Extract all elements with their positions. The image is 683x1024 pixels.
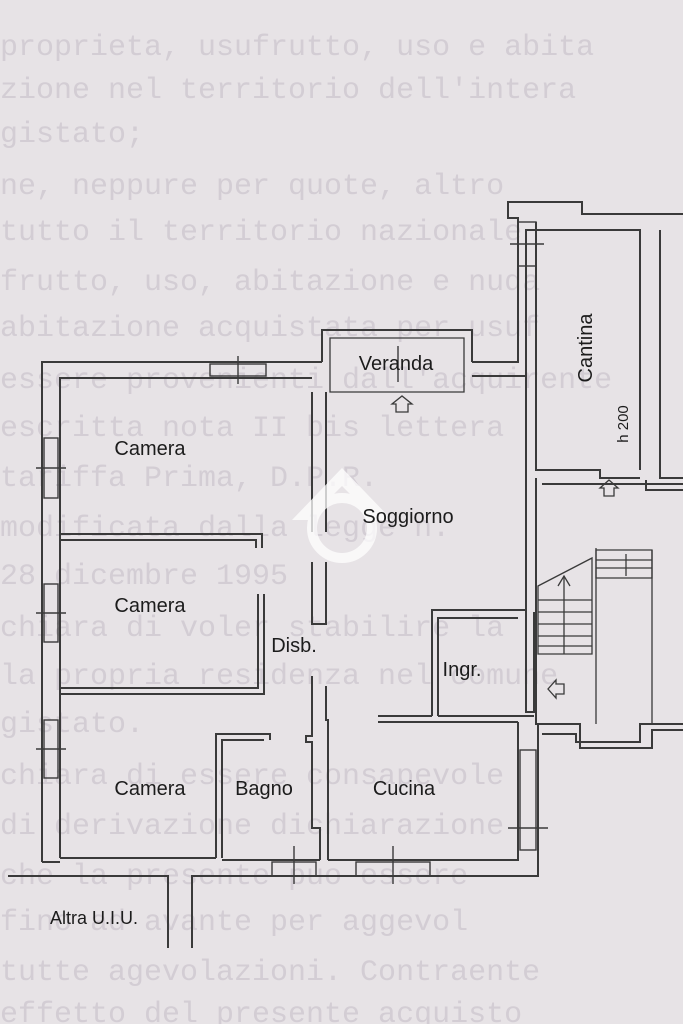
- stair-flight: [537, 556, 593, 655]
- label-camera-mid: Camera: [114, 595, 186, 617]
- bg-line: fino ad avante per aggevol: [0, 906, 468, 940]
- inner-wall-north: [472, 229, 536, 377]
- outer-wall-north: [472, 201, 683, 363]
- label-altra-uiu: Altra U.I.U.: [50, 908, 138, 928]
- label-cucina: Cucina: [373, 778, 436, 800]
- background-text: proprieta, usufrutto, uso e abita zione …: [0, 31, 612, 1024]
- inner-wall-west: [59, 377, 312, 858]
- label-bagno: Bagno: [235, 778, 293, 800]
- arrow-veranda-icon: [390, 395, 414, 413]
- bg-line: tutto il territorio nazionale: [0, 216, 522, 250]
- cantina-west-wall: [535, 222, 640, 479]
- wall-camera-mid-bottom: [60, 594, 265, 695]
- label-height: h 200: [615, 405, 632, 443]
- bg-line: escritta nota II bis lettera: [0, 412, 504, 446]
- bg-line: chiara di essere consapevole: [0, 760, 504, 794]
- wall-disb-bagno: [305, 676, 321, 860]
- wall-ingresso-west: [431, 609, 526, 716]
- wall-bagno: [215, 733, 271, 858]
- bg-line: tutte agevolazioni. Contraente: [0, 956, 540, 990]
- wall-bottom-cucina: [328, 722, 519, 861]
- east-wall-step: [542, 723, 683, 743]
- wall-ingresso-cucina: [378, 715, 534, 723]
- wall-camera-top-mid: [60, 533, 263, 548]
- outer-wall-west: [41, 361, 322, 862]
- bg-line: effetto del presente acquisto: [0, 998, 522, 1024]
- interior-walls: [60, 376, 535, 860]
- bg-line: ne, neppure per quote, altro: [0, 170, 504, 204]
- wall-soggiorno-west-lower: [311, 562, 327, 625]
- cantina-east-wall: [659, 230, 683, 479]
- wall-altra-uiu: [8, 875, 169, 948]
- bg-line: 28 dicembre 1995: [0, 560, 288, 594]
- bg-line: di derivazione dichiarazione: [0, 810, 504, 844]
- room-labels: Camera Camera Camera Veranda Soggiorno D…: [50, 313, 632, 928]
- label-camera-top: Camera: [114, 438, 186, 460]
- bg-line: essere provenienti dall'acquirente: [0, 364, 612, 398]
- arrow-cantina-icon: [598, 479, 620, 497]
- bg-line: chiara di voler stabilire la: [0, 612, 504, 646]
- arrow-ingresso-icon: [547, 678, 565, 700]
- label-camera-bottom: Camera: [114, 778, 186, 800]
- label-cantina: Cantina: [575, 313, 597, 383]
- windows: [36, 221, 548, 884]
- label-ingr: Ingr.: [443, 659, 482, 681]
- bg-line: gistato;: [0, 118, 144, 152]
- veranda-inner: [329, 337, 465, 393]
- watermark-logo: [292, 468, 392, 563]
- label-veranda: Veranda: [359, 353, 434, 375]
- wall-ingresso-east: [525, 612, 535, 713]
- entrance-arrows: [390, 395, 620, 700]
- label-soggiorno: Soggiorno: [362, 506, 453, 528]
- wall-disb-cucina: [325, 686, 329, 860]
- veranda-outer: [321, 329, 473, 362]
- outer-walls: [8, 201, 683, 948]
- staircase: [537, 548, 653, 724]
- stair-landing: [595, 549, 653, 579]
- bg-line: frutto, uso, abitazione e nuda: [0, 266, 540, 300]
- east-wall-lower: [535, 478, 683, 749]
- bg-line: zione nel territorio dell'intera: [0, 74, 576, 108]
- window-cucina-east: [519, 749, 537, 851]
- label-disb: Disb.: [271, 635, 317, 657]
- bg-line: gistato.: [0, 708, 144, 742]
- cantina-inner-wall: [536, 229, 641, 470]
- watermark-circle: [307, 493, 377, 563]
- stair-arrow-head: [557, 574, 571, 587]
- bg-line: proprieta, usufrutto, uso e abita: [0, 31, 594, 65]
